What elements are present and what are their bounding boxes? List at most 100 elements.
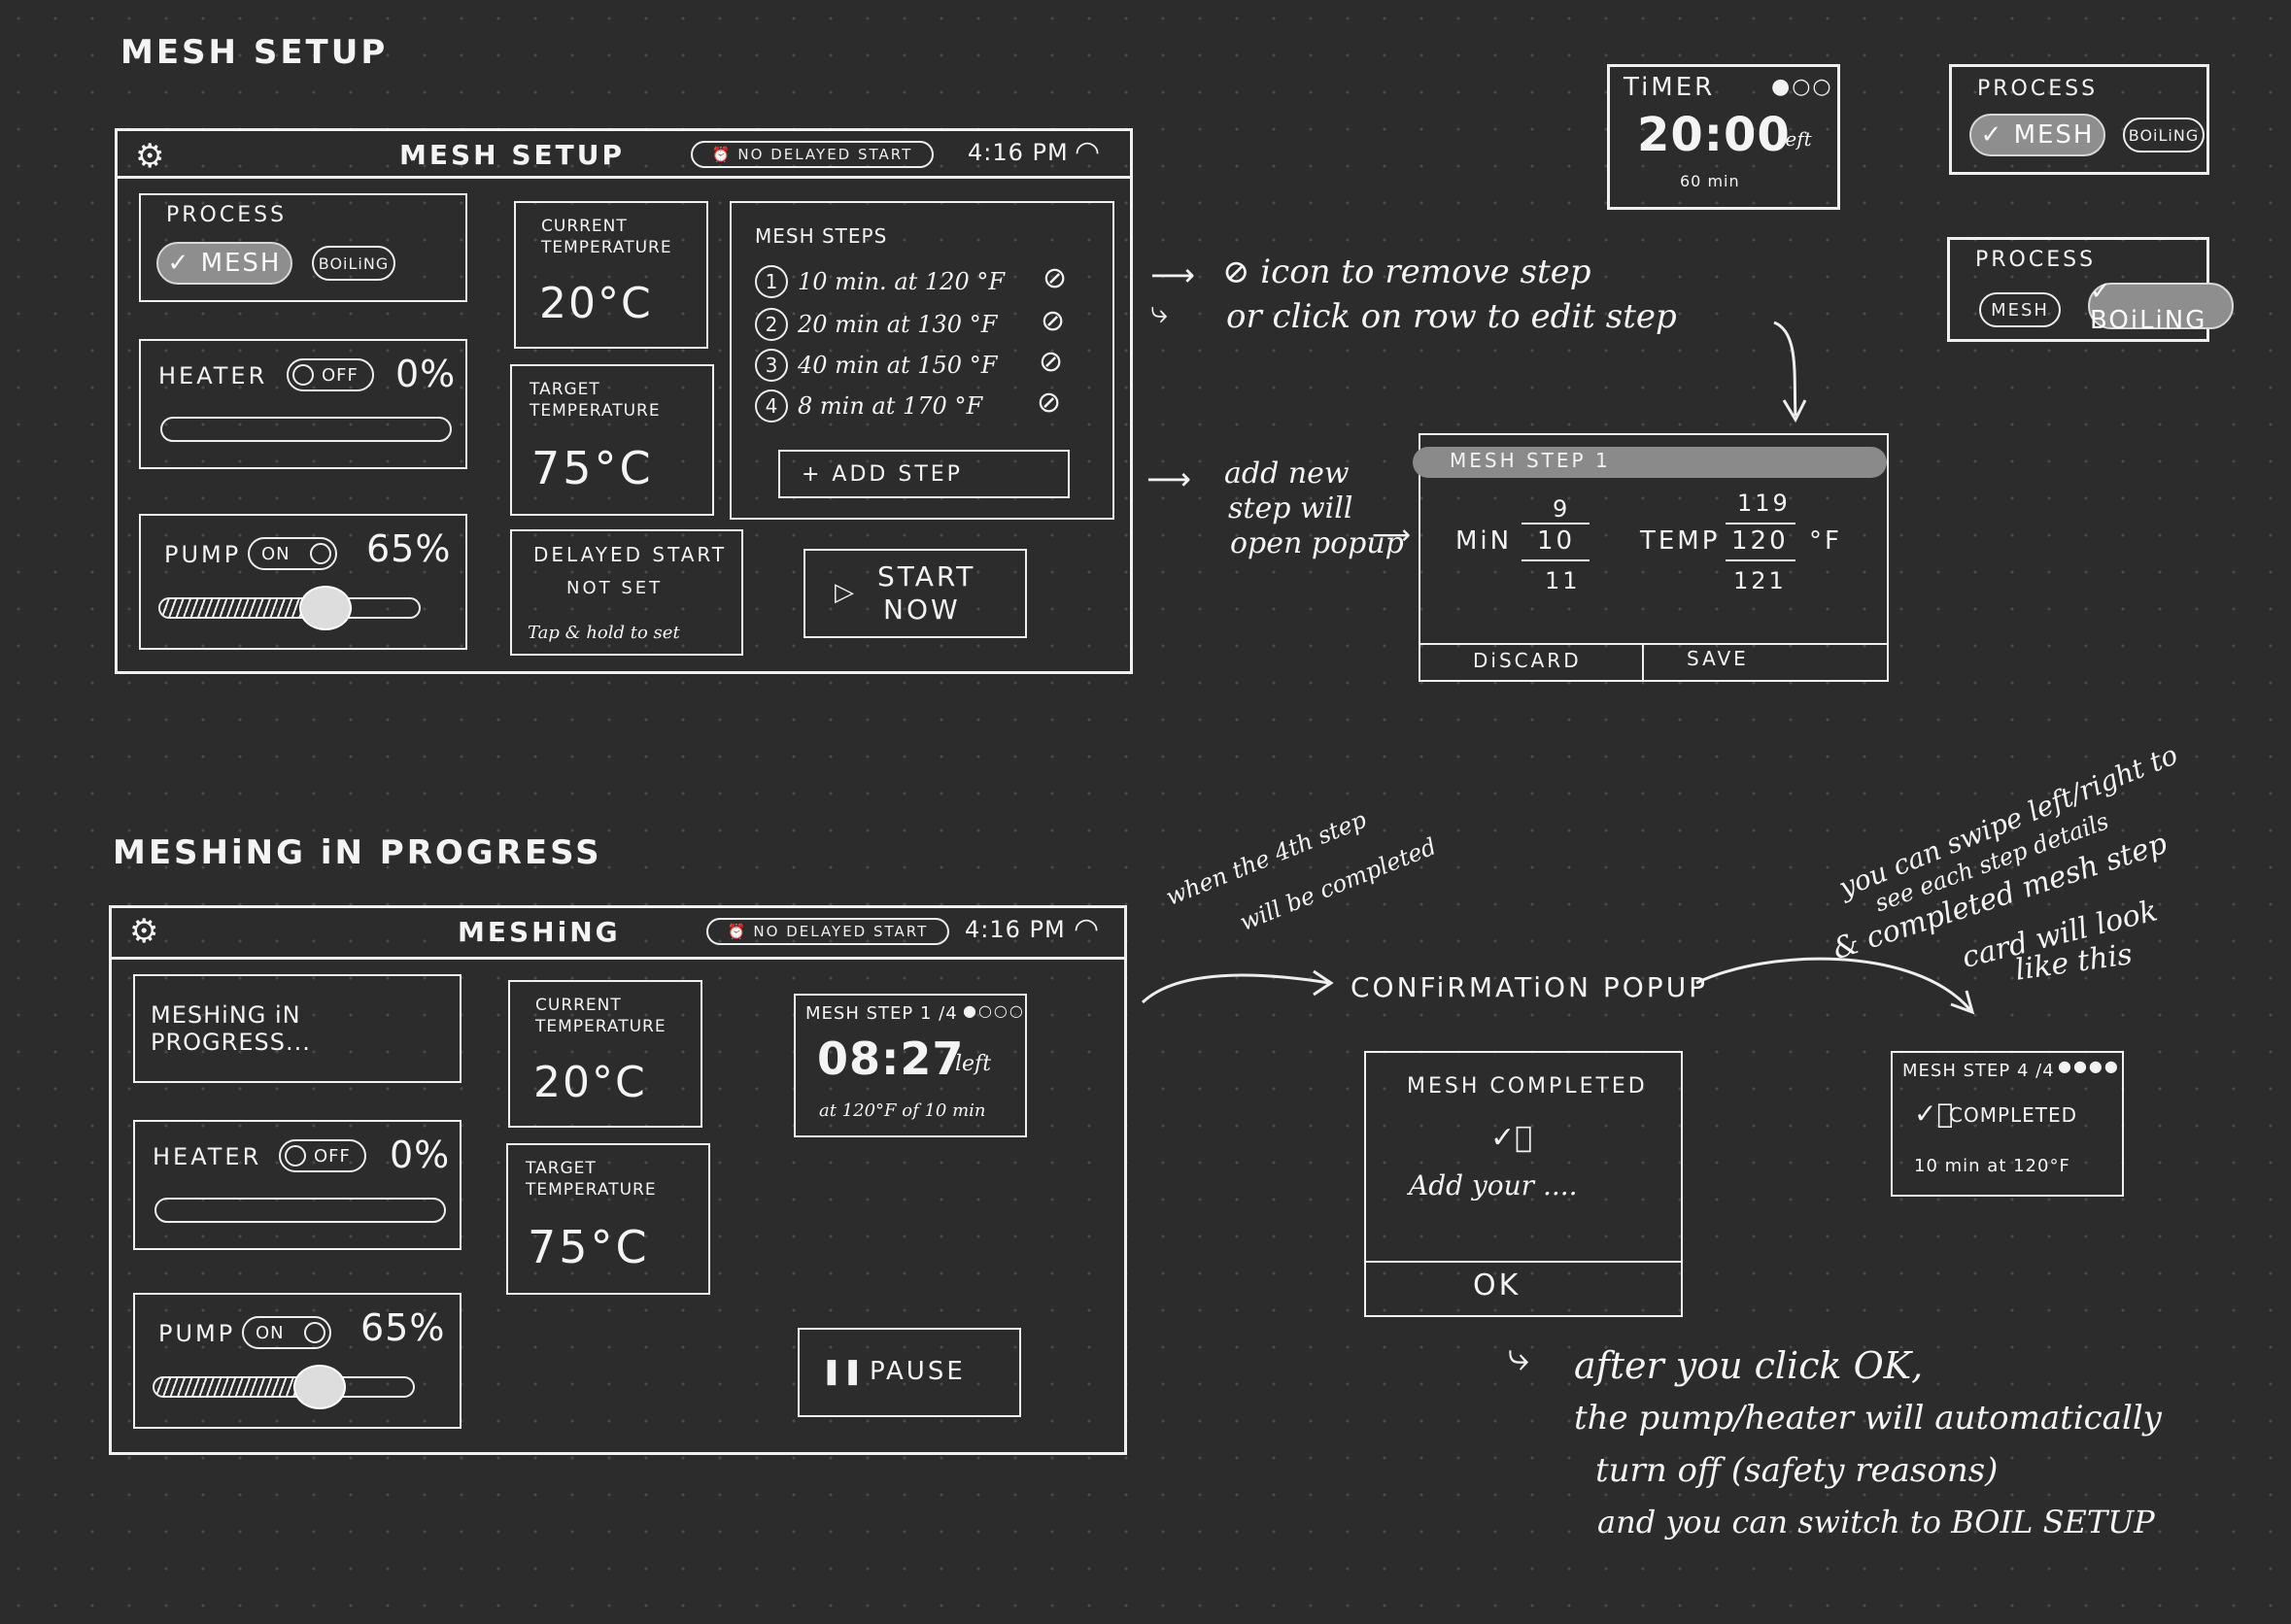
- remove-step-icon[interactable]: ⊘: [1043, 261, 1068, 295]
- remove-step-icon[interactable]: ⊘: [1039, 345, 1064, 379]
- pump-toggle-knob: [304, 1322, 325, 1343]
- meshing-status-panel: MESHiNG iN PROGRESS...: [133, 974, 462, 1083]
- delayed-start-badge[interactable]: ⏰ NO DELAYED START: [706, 918, 949, 945]
- note-after-1: after you click OK,: [1574, 1344, 1924, 1387]
- clock-time: 4:16 PM: [968, 139, 1069, 166]
- arrow-to-completed-card: [1695, 957, 1975, 1015]
- process-boiling-option[interactable]: BOiLiNG: [312, 246, 395, 281]
- min-prev[interactable]: 9: [1553, 495, 1571, 523]
- min-next[interactable]: 11: [1545, 567, 1581, 594]
- min-selected[interactable]: 10: [1537, 526, 1576, 556]
- target-temp-value: 75°C: [531, 442, 654, 494]
- target-temp-label-2: TEMPERATURE: [530, 401, 661, 421]
- arrow-icon: ⟶: [1372, 519, 1412, 551]
- meshing-status: MESHiNG iN PROGRESS...: [151, 1001, 311, 1056]
- heater-value: 0%: [395, 353, 457, 395]
- process-mesh-option[interactable]: ✓ MESH: [1969, 114, 2105, 156]
- mesh-step-popup: MESH STEP 1 MiN 9 10 11 TEMP 119 120 121…: [1413, 433, 1889, 682]
- picker-line: [1522, 523, 1590, 524]
- step-text: 20 min at 130 °F: [798, 311, 998, 338]
- remove-step-icon[interactable]: ⊘: [1041, 304, 1066, 338]
- target-temp-label-1: TARGET: [526, 1159, 597, 1178]
- current-temp-panel: CURRENT TEMPERATURE 20°C: [514, 201, 708, 349]
- temp-prev[interactable]: 119: [1737, 490, 1791, 517]
- target-temp-panel[interactable]: TARGET TEMPERATURE 75°C: [510, 364, 714, 516]
- meshing-screen: ⚙ MESHiNG ⏰ NO DELAYED START 4:16 PM ◠ M…: [109, 905, 1127, 1455]
- ok-button[interactable]: OK: [1473, 1269, 1522, 1303]
- note-after-4: and you can switch to BOIL SETUP: [1597, 1504, 2155, 1540]
- page-dots-icon: ●○○: [1771, 75, 1833, 99]
- heater-toggle[interactable]: OFF: [287, 358, 374, 391]
- pump-toggle-label: ON: [261, 543, 291, 564]
- pump-slider-fill: [154, 1378, 323, 1396]
- pause-icon: ❚❚: [821, 1357, 864, 1386]
- gear-icon[interactable]: ⚙: [129, 912, 159, 951]
- completed-card-title: MESH STEP 4 /4: [1902, 1061, 2055, 1081]
- process-mesh-option[interactable]: ✓ MESH: [156, 242, 292, 285]
- step-card-left: left: [955, 1052, 992, 1076]
- start-now-button[interactable]: ▷ START NOW: [804, 549, 1027, 638]
- step-text: 40 min at 150 °F: [798, 352, 998, 379]
- min-label: MiN: [1455, 526, 1513, 556]
- heater-toggle[interactable]: OFF: [279, 1139, 366, 1172]
- discard-button[interactable]: DiSCARD: [1473, 649, 1582, 672]
- pump-slider-knob[interactable]: [293, 1365, 346, 1409]
- step-text: 8 min at 170 °F: [798, 392, 983, 420]
- popup-button-divider: [1642, 643, 1644, 680]
- pump-label: PUMP: [158, 1320, 236, 1347]
- pump-toggle[interactable]: ON: [248, 537, 337, 570]
- gear-icon[interactable]: ⚙: [135, 137, 165, 176]
- timer-left-label: left: [1779, 127, 1812, 151]
- pump-slider[interactable]: [153, 1365, 415, 1409]
- heater-panel: HEATER OFF 0%: [133, 1120, 462, 1250]
- pump-toggle-knob: [310, 543, 331, 564]
- step-card-sub: at 120°F of 10 min: [819, 1100, 986, 1121]
- mesh-step-row[interactable]: 4 8 min at 170 °F: [755, 389, 982, 423]
- pump-slider[interactable]: [158, 586, 421, 630]
- process-boiling-option[interactable]: BOiLiNG: [2123, 118, 2205, 152]
- pump-toggle[interactable]: ON: [242, 1316, 331, 1349]
- heater-toggle-knob: [285, 1145, 306, 1167]
- pause-button[interactable]: ❚❚ PAUSE: [798, 1328, 1021, 1417]
- arrow-icon: ⤷: [1150, 293, 1168, 330]
- timer-time: 20:00: [1637, 108, 1791, 162]
- note-edit-step: or click on row to edit step: [1226, 297, 1677, 336]
- heater-slider[interactable]: [160, 417, 452, 442]
- arrow-icon: ⟶: [1146, 460, 1191, 497]
- pump-value: 65%: [366, 527, 452, 570]
- wifi-icon: ◠: [1075, 135, 1101, 169]
- save-button[interactable]: SAVE: [1687, 647, 1749, 670]
- pump-label: PUMP: [164, 541, 242, 568]
- completed-step-card[interactable]: MESH STEP 4 /4 ●●●● ✓⃝ COMPLETED 10 min …: [1891, 1051, 2124, 1197]
- delayed-start-panel[interactable]: DELAYED START NOT SET Tap & hold to set: [510, 529, 743, 656]
- current-temp-panel: CURRENT TEMPERATURE 20°C: [508, 980, 702, 1128]
- heater-slider[interactable]: [154, 1198, 446, 1223]
- popup-divider: [1366, 1261, 1681, 1263]
- temp-selected[interactable]: 120: [1731, 526, 1789, 556]
- note-remove-step: ⊘ icon to remove step: [1222, 253, 1591, 291]
- process-mesh-option[interactable]: MESH: [1979, 292, 2061, 327]
- delayed-start-label: NO DELAYED START: [737, 146, 913, 163]
- heater-toggle-label: OFF: [314, 1145, 351, 1167]
- alarm-icon: ⏰: [711, 146, 733, 163]
- check-circle-icon: ✓⃝: [1914, 1098, 1954, 1130]
- mesh-step-progress-card[interactable]: MESH STEP 1 /4 ●○○○ 08:27 left at 120°F …: [794, 994, 1027, 1137]
- process-boiling-option[interactable]: ✓ BOiLiNG: [2088, 277, 2234, 335]
- start-now-line1: START: [877, 560, 976, 592]
- play-icon: ▷: [835, 578, 854, 607]
- picker-line: [1726, 523, 1795, 524]
- step-number: 4: [755, 389, 788, 423]
- current-temp-label-2: TEMPERATURE: [535, 1017, 667, 1036]
- delayed-start-badge[interactable]: ⏰ NO DELAYED START: [691, 141, 934, 168]
- pump-panel: PUMP ON 65%: [139, 514, 467, 650]
- pump-slider-knob[interactable]: [299, 586, 352, 630]
- process-card-mesh-selected: PROCESS ✓ MESH BOiLiNG: [1949, 64, 2209, 175]
- picker-line: [1726, 559, 1795, 561]
- temp-next[interactable]: 121: [1733, 567, 1787, 594]
- remove-step-icon[interactable]: ⊘: [1037, 386, 1062, 420]
- add-step-button[interactable]: + ADD STEP: [778, 450, 1070, 498]
